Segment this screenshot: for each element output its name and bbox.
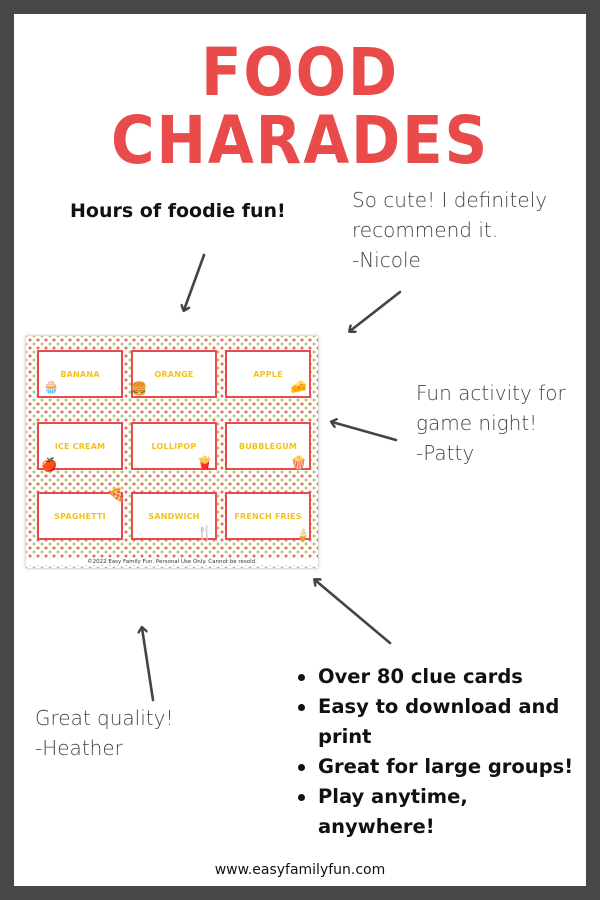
feature-text: Great for large groups! [318, 755, 574, 778]
review-author: -Heather [35, 736, 123, 760]
review-text: Fun activity for [416, 381, 566, 405]
bullet-dot-icon [298, 674, 305, 681]
title-line-2: CHARADES [110, 102, 490, 179]
feature-text: Over 80 clue cards [318, 665, 523, 688]
clue-card-label: FRENCH FRIES [234, 511, 302, 521]
website-url[interactable]: www.easyfamilyfun.com [214, 862, 386, 878]
cheese-icon: 🧀 [290, 380, 307, 395]
clue-card: BANANA 🧁 [37, 350, 123, 398]
review-text: recommend it. [352, 218, 499, 242]
clue-card: FRENCH FRIES 🍦 [225, 492, 311, 543]
clue-card: SPAGHETTI [37, 492, 123, 540]
title-line-1: FOOD [200, 34, 400, 111]
clue-card: SANDWICH 🍴 [131, 492, 217, 540]
feature-item: Easy to download and print [296, 692, 576, 752]
review-text: Great quality! [35, 706, 174, 730]
feature-item: Over 80 clue cards [296, 662, 576, 692]
arrow-icon [184, 253, 206, 310]
feature-item: Play anytime, anywhere! [296, 782, 576, 842]
arrow-icon [315, 580, 392, 645]
bullet-dot-icon [298, 794, 305, 801]
feature-list: Over 80 clue cards Easy to download and … [296, 662, 576, 842]
review-patty: Fun activity for game night! -Patty [416, 378, 566, 468]
review-author: -Nicole [352, 248, 421, 272]
bullet-dot-icon [298, 704, 305, 711]
arrow-icon [142, 628, 155, 702]
ice-cream-cone-icon: 🍦 [294, 528, 311, 543]
clue-card-label: ICE CREAM [54, 441, 106, 451]
review-heather: Great quality! -Heather [35, 703, 173, 763]
clue-card: BUBBLEGUM 🍿 [225, 422, 311, 470]
clue-card-label: BANANA [60, 369, 100, 379]
clue-card-label: LOLLIPOP [151, 441, 197, 451]
review-nicole: So cute! I definitely recommend it. -Nic… [352, 185, 547, 275]
bullet-dot-icon [298, 764, 305, 771]
clue-card: APPLE 🧀 [225, 350, 311, 398]
fork-icon: 🍴 [196, 526, 213, 541]
review-text: So cute! I definitely [352, 188, 548, 212]
clue-card-label: APPLE [253, 369, 283, 379]
clue-card: ORANGE 🍔 [131, 350, 217, 398]
clue-card: LOLLIPOP 🍟 [131, 422, 217, 470]
review-text: game night! [416, 411, 538, 435]
feature-item: Great for large groups! [296, 752, 576, 782]
clue-card: ICE CREAM 🍎 [37, 422, 123, 473]
popcorn-icon: 🍿 [290, 456, 307, 471]
charades-card-sheet: BANANA 🧁 ORANGE 🍔 APPLE 🧀 ICE CREAM 🍎 LO… [26, 336, 318, 568]
review-author: -Patty [416, 441, 475, 465]
clue-card-label: SPAGHETTI [54, 511, 106, 521]
apple-icon: 🍎 [41, 458, 58, 473]
cupcake-icon: 🧁 [43, 380, 60, 395]
burger-icon: 🍔 [131, 382, 148, 397]
feature-text: Play anytime, anywhere! [318, 785, 468, 838]
arrow-icon [332, 422, 398, 442]
fries-icon: 🍟 [196, 456, 213, 471]
feature-text: Easy to download and print [318, 695, 560, 748]
clue-card-label: ORANGE [154, 369, 194, 379]
clue-card-label: SANDWICH [148, 511, 200, 521]
copyright-notice: ©2022 Easy Family Fun. Personal Use Only… [26, 559, 318, 565]
arrow-icon [350, 290, 402, 331]
clue-card-label: BUBBLEGUM [238, 441, 298, 451]
pizza-icon: 🍕 [108, 488, 125, 503]
tagline: Hours of foodie fun! [70, 200, 286, 222]
